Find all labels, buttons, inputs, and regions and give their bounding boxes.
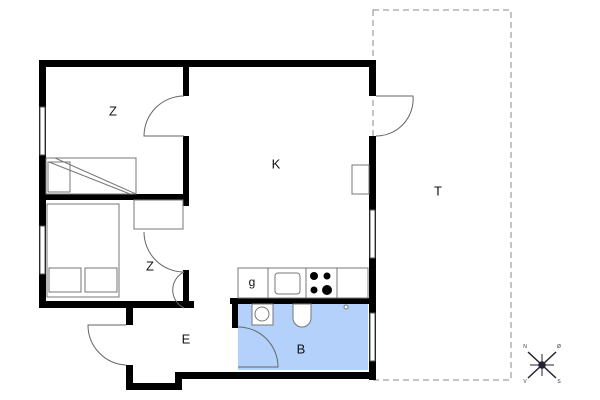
doors — [87, 95, 414, 368]
kitchen-cabinet — [351, 164, 370, 195]
room-label-entrance: E — [181, 331, 191, 347]
kitchen-counter — [237, 267, 369, 299]
compass-v: V — [523, 379, 527, 385]
compass-s: S — [557, 379, 561, 385]
bed-1 — [45, 157, 137, 195]
compass-o: Ø — [557, 344, 561, 350]
room-label-kitchen: K — [271, 156, 281, 172]
stove-burners — [310, 272, 332, 295]
room-label-terrace: T — [434, 183, 442, 199]
room-label-bathroom: B — [296, 341, 306, 357]
bed-2 — [46, 203, 120, 298]
room-label-bedroom-2: Z — [146, 258, 154, 274]
appliance-label: g — [248, 275, 256, 289]
compass-icon — [527, 351, 557, 379]
compass-n: N — [523, 344, 527, 350]
wardrobe — [133, 199, 184, 230]
room-label-bedroom-1: Z — [109, 103, 117, 119]
windows — [39, 106, 376, 362]
bathroom-fixtures — [251, 303, 349, 328]
